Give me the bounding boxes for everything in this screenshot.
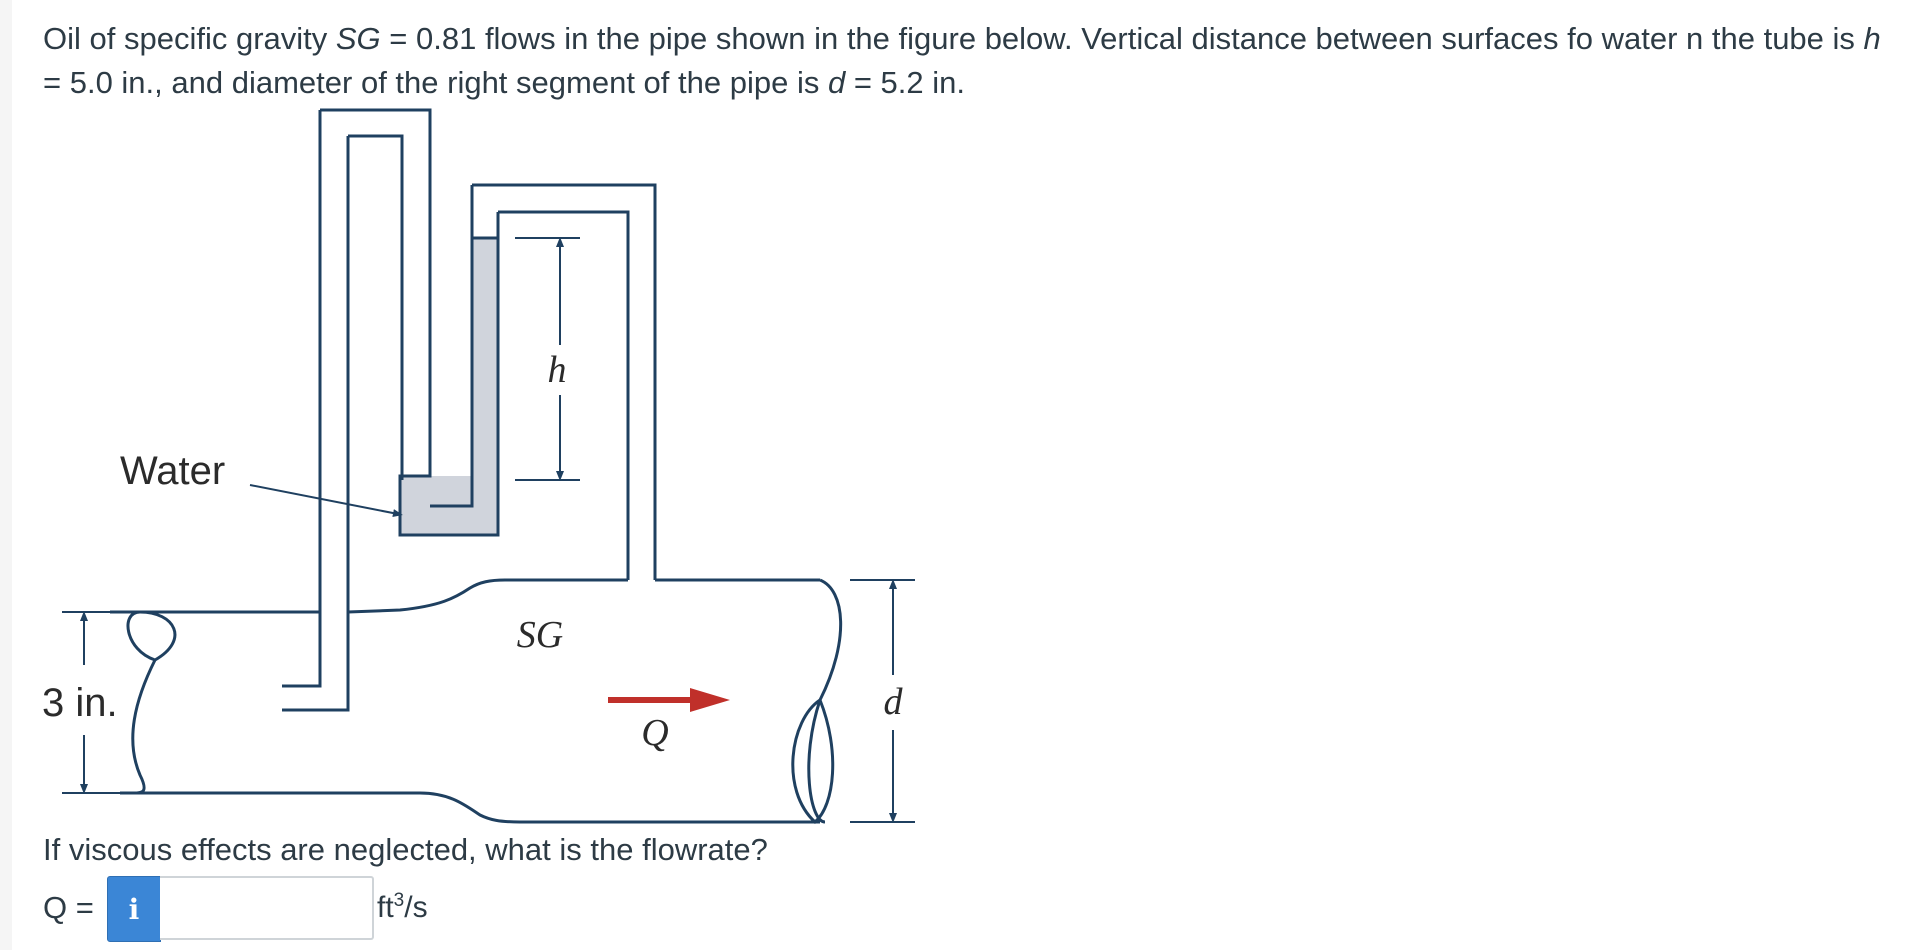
unit-label: ft3/s (377, 890, 428, 924)
h-label: h (548, 349, 567, 391)
right-dim-label: d (884, 681, 904, 723)
q-label: Q (641, 712, 668, 754)
answer-label: Q = (43, 890, 94, 925)
water-column-left (400, 476, 430, 535)
info-icon[interactable]: i (107, 876, 161, 942)
sg-label: SG (517, 614, 563, 656)
water-label: Water (120, 449, 225, 493)
flowrate-input[interactable] (160, 876, 374, 940)
pipe-outline (110, 108, 843, 825)
flow-arrow-icon (690, 688, 730, 712)
prompt-text: If viscous effects are neglected, what i… (43, 832, 768, 867)
water-leader-line (249, 484, 403, 517)
question-text: Oil of specific gravity SG = 0.81 flows … (43, 21, 1881, 100)
page-left-rule (0, 0, 12, 950)
water-column-right (472, 238, 498, 506)
left-dim-label: 3 in. (42, 681, 118, 725)
